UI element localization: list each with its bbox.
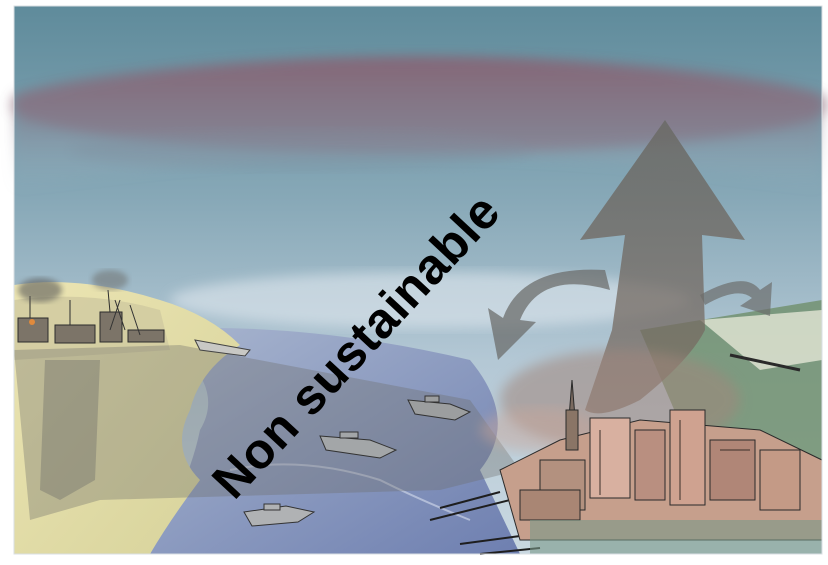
city-icon [499,353,823,541]
arrow-branch-left [488,269,610,360]
smoke-plume [18,278,62,302]
ship-icon [407,395,472,421]
smoke-plume [92,270,128,290]
river-ripple [229,463,471,521]
haze-streak [10,57,828,153]
horizon-glow [170,272,690,328]
ship-icon [243,503,316,527]
shadow-beam [14,345,520,520]
ship-icon [194,339,251,357]
waterfront [530,520,822,554]
ship-icon [319,431,398,459]
frame [13,5,823,555]
factory-icon [17,289,165,344]
arrow-branch-right [700,281,772,316]
arrow-up-icon [488,120,772,414]
right-field [700,310,822,370]
haze-cloud [70,130,530,170]
shadow-column [40,360,100,500]
